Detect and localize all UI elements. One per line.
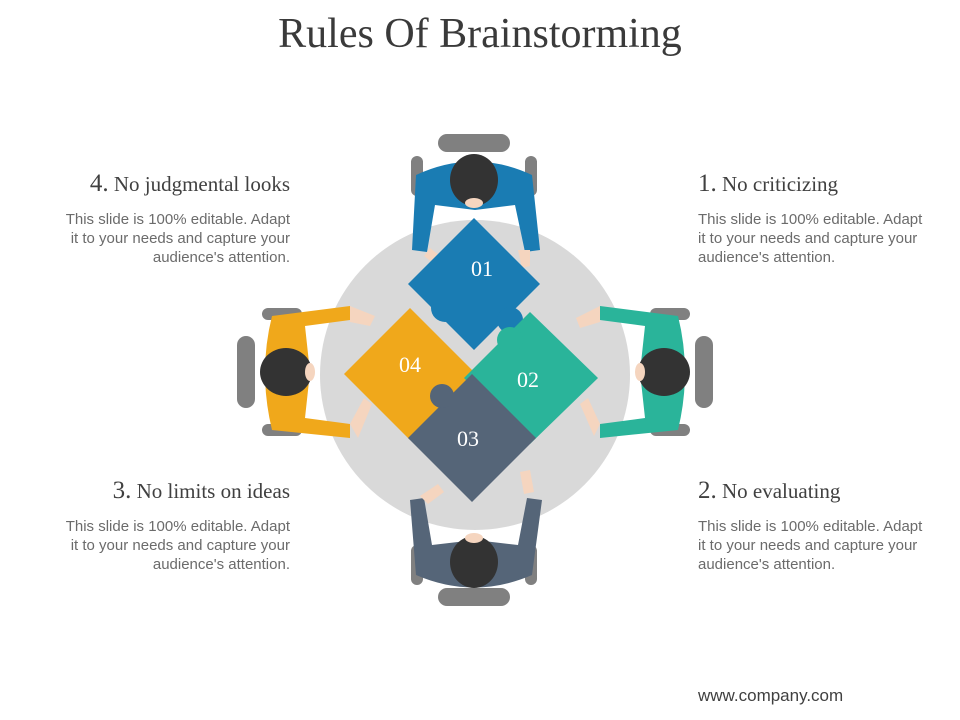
rule-4-number: 4. bbox=[89, 170, 109, 197]
puzzle-piece-03: 03 bbox=[408, 374, 536, 502]
puzzle-label-01: 01 bbox=[471, 256, 493, 281]
rule-2-label: No evaluating bbox=[722, 479, 841, 503]
puzzle-label-04: 04 bbox=[399, 352, 421, 377]
puzzle-label-03: 03 bbox=[457, 426, 479, 451]
rule-4-label: No judgmental looks bbox=[113, 172, 290, 196]
chair-bottom bbox=[438, 588, 510, 606]
person-bottom bbox=[410, 470, 542, 588]
rule-1: 1. No criticizing This slide is 100% edi… bbox=[698, 170, 928, 267]
rule-1-description: This slide is 100% editable. Adapt it to… bbox=[698, 211, 923, 266]
chair-left bbox=[237, 336, 255, 408]
puzzle-pieces: 01 04 02 03 bbox=[344, 218, 598, 502]
rule-3-description: This slide is 100% editable. Adapt it to… bbox=[65, 518, 290, 573]
chair-top bbox=[438, 134, 510, 152]
rule-1-label: No criticizing bbox=[722, 172, 839, 196]
person-right bbox=[576, 306, 690, 438]
puzzle-label-02: 02 bbox=[517, 367, 539, 392]
rule-3: 3. No limits on ideas This slide is 100%… bbox=[60, 477, 290, 574]
rule-1-number: 1. bbox=[698, 170, 717, 197]
footer-url: www.company.com bbox=[698, 686, 844, 705]
person-top bbox=[412, 154, 540, 270]
rule-3-label: No limits on ideas bbox=[136, 479, 290, 503]
slide-title: Rules Of Brainstorming bbox=[278, 11, 682, 57]
rule-4: 4. No judgmental looks This slide is 100… bbox=[60, 170, 290, 267]
rule-2: 2. No evaluating This slide is 100% edit… bbox=[698, 477, 928, 574]
rule-2-number: 2. bbox=[698, 477, 717, 504]
puzzle-piece-01: 01 bbox=[408, 218, 540, 350]
rule-3-number: 3. bbox=[112, 477, 132, 504]
rule-2-description: This slide is 100% editable. Adapt it to… bbox=[698, 518, 923, 573]
rule-4-description: This slide is 100% editable. Adapt it to… bbox=[65, 211, 290, 266]
person-left bbox=[260, 306, 375, 438]
chair-right bbox=[695, 336, 713, 408]
